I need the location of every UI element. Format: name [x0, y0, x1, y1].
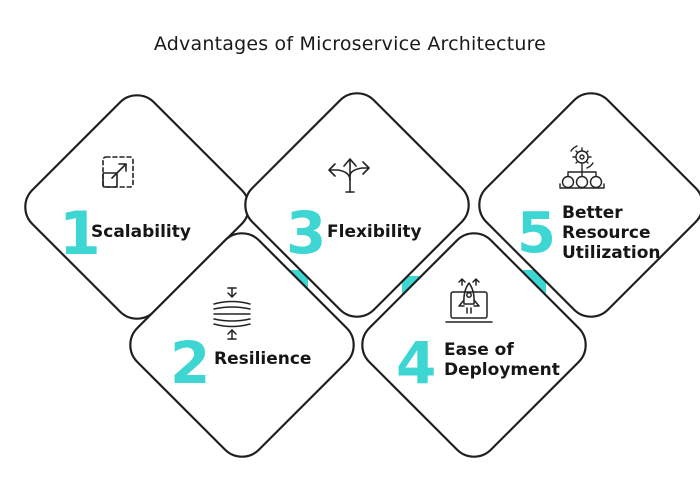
- expand-icon: [102, 156, 134, 188]
- item-number-4: 4: [396, 329, 437, 397]
- item-label-3: Flexibility: [327, 222, 422, 242]
- branch-arrows-icon: [328, 158, 370, 193]
- item-label-1: Scalability: [91, 222, 191, 242]
- item-number-5: 5: [517, 201, 556, 266]
- item-number-2: 2: [170, 329, 211, 397]
- rocket-laptop-icon: [445, 278, 493, 323]
- item-label-4-line-1: Ease of: [444, 340, 514, 360]
- item-label-4: Ease of Deployment: [444, 340, 560, 380]
- item-label-5-line-1: Better: [562, 203, 623, 223]
- diamond-2: [129, 232, 355, 458]
- compress-icon: [213, 287, 251, 340]
- page-title: Advantages of Microservice Architecture: [153, 33, 547, 55]
- resource-network-icon: [559, 145, 605, 189]
- diamond-5: [478, 92, 700, 318]
- item-label-4-line-2: Deployment: [444, 360, 560, 380]
- diamond-3: [244, 92, 470, 318]
- item-label-2: Resilience: [214, 349, 312, 369]
- item-number-3: 3: [286, 199, 327, 267]
- item-label-5-line-3: Utilization: [562, 243, 661, 263]
- item-number-1: 1: [59, 199, 101, 269]
- item-label-5-line-2: Resource: [562, 223, 651, 243]
- item-label-5: Better Resource Utilization: [562, 203, 661, 263]
- diamond-4: [361, 232, 587, 458]
